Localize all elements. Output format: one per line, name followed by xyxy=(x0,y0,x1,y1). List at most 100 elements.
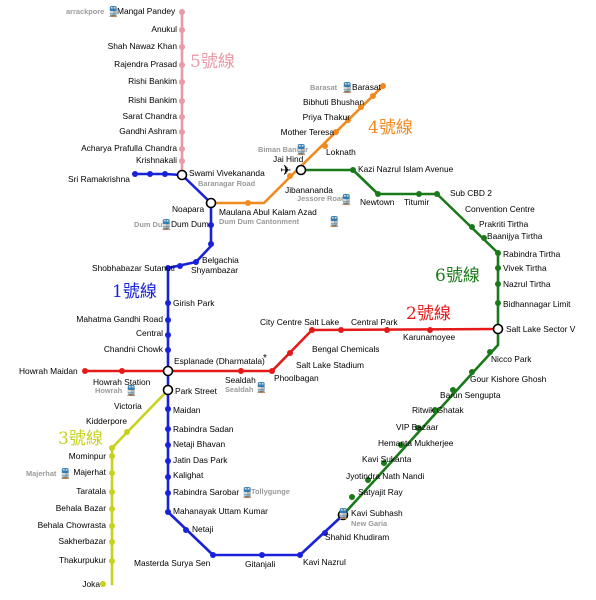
station-label[interactable]: Kavi Nazrul xyxy=(303,557,346,567)
station-dot[interactable] xyxy=(208,241,214,247)
station-label[interactable]: Kalighat xyxy=(173,470,204,480)
station-dot[interactable] xyxy=(165,490,171,496)
station-label[interactable]: VIP Bazaar xyxy=(396,422,438,432)
station-label[interactable]: Baanijya Tirtha xyxy=(487,231,543,241)
station-label[interactable]: Barun Sengupta xyxy=(440,390,501,400)
station-dot[interactable] xyxy=(384,327,390,333)
station-dot[interactable] xyxy=(416,191,422,197)
station-label[interactable]: Gour Kishore Ghosh xyxy=(470,374,547,384)
station-dot[interactable] xyxy=(165,317,171,323)
station-dot[interactable] xyxy=(179,98,185,104)
station-label[interactable]: Prakriti Tirtha xyxy=(479,219,529,229)
station-dot[interactable] xyxy=(309,327,315,333)
station-dot[interactable] xyxy=(179,146,185,152)
station-dot[interactable] xyxy=(179,129,185,135)
station-label[interactable]: Convention Centre xyxy=(465,204,535,214)
station-dot[interactable] xyxy=(380,83,386,89)
interchange-salt-lake-sector-v[interactable] xyxy=(492,323,504,335)
station-dot[interactable] xyxy=(162,171,168,177)
station-dot[interactable] xyxy=(132,171,138,177)
station-dot[interactable] xyxy=(495,300,501,306)
station-label[interactable]: Nicco Park xyxy=(491,354,532,364)
station-label[interactable]: Girish Park xyxy=(173,298,215,308)
station-label[interactable]: Salt Lake Stadium xyxy=(296,360,364,370)
station-dot[interactable] xyxy=(259,552,265,558)
station-label[interactable]: Gitanjali xyxy=(245,559,275,569)
station-label[interactable]: Kavi Subhash xyxy=(351,508,403,518)
station-dot[interactable] xyxy=(165,406,171,412)
station-label[interactable]: Mahanayak Uttam Kumar xyxy=(173,506,268,516)
station-label[interactable]: Shah Nawaz Khan xyxy=(108,41,178,51)
station-label[interactable]: Satyajit Ray xyxy=(358,487,403,497)
station-dot[interactable] xyxy=(109,453,115,459)
station-label[interactable]: Phoolbagan xyxy=(274,373,319,383)
station-label[interactable]: Taratala xyxy=(76,486,106,496)
station-label[interactable]: Sarat Chandra xyxy=(123,111,178,121)
station-dot[interactable] xyxy=(450,387,456,393)
station-label[interactable]: Netaji Bhavan xyxy=(173,439,225,449)
station-label[interactable]: Mahatma Gandhi Road xyxy=(76,314,163,324)
station-label[interactable]: Rabindra Tirtha xyxy=(503,249,561,259)
station-dot[interactable] xyxy=(179,62,185,68)
station-dot[interactable] xyxy=(109,470,115,476)
station-label[interactable]: Central Park xyxy=(351,317,398,327)
station-dot[interactable] xyxy=(245,200,251,206)
station-label[interactable]: Kazi Nazrul Islam Avenue xyxy=(358,164,454,174)
station-label[interactable]: Bibhuti Bhushan xyxy=(303,97,364,107)
station-dot[interactable] xyxy=(177,263,183,269)
station-label[interactable]: Jai Hind xyxy=(273,154,304,164)
station-label[interactable]: Joka xyxy=(82,579,100,589)
station-label[interactable]: Masterda Surya Sen xyxy=(134,558,211,568)
station-dot[interactable] xyxy=(333,129,339,135)
station-dot[interactable] xyxy=(179,9,185,15)
station-label[interactable]: Ritwik Ghatak xyxy=(412,405,464,415)
station-dot[interactable] xyxy=(165,458,171,464)
station-label[interactable]: City Centre Salt Lake xyxy=(260,317,339,327)
station-label[interactable]: Shobhabazar Sutanuti xyxy=(92,263,175,273)
station-dot[interactable] xyxy=(179,114,185,120)
station-dot[interactable] xyxy=(124,429,130,435)
station-dot[interactable] xyxy=(165,474,171,480)
station-dot[interactable] xyxy=(495,281,501,287)
station-dot[interactable] xyxy=(165,332,171,338)
station-label[interactable]: Behala Bazar xyxy=(56,503,106,513)
station-label[interactable]: Maidan xyxy=(173,405,201,415)
station-label[interactable]: Rajendra Prasad xyxy=(114,59,177,69)
station-label[interactable]: Esplanade (Dharmatala) xyxy=(174,356,265,366)
station-dot[interactable] xyxy=(349,494,355,500)
station-label[interactable]: Vivek Tirtha xyxy=(503,263,547,273)
station-dot[interactable] xyxy=(287,350,293,356)
station-dot[interactable] xyxy=(193,259,199,265)
station-label[interactable]: Anukul xyxy=(151,24,177,34)
station-dot[interactable] xyxy=(322,530,328,536)
station-dot[interactable] xyxy=(487,349,493,355)
station-dot[interactable] xyxy=(100,581,106,587)
station-dot[interactable] xyxy=(375,191,381,197)
station-label[interactable]: Behala Chowrasta xyxy=(38,520,107,530)
station-label[interactable]: Barasat xyxy=(352,82,382,92)
station-dot[interactable] xyxy=(350,167,356,173)
station-label[interactable]: Rishi Bankim xyxy=(128,95,177,105)
station-label[interactable]: Shahid Khudiram xyxy=(325,532,389,542)
station-dot[interactable] xyxy=(165,300,171,306)
station-dot[interactable] xyxy=(287,173,293,179)
station-dot[interactable] xyxy=(109,445,115,451)
station-label[interactable]: Karunamoyee xyxy=(403,332,455,342)
station-label[interactable]: Bidhannagar Limit xyxy=(503,299,571,309)
station-label[interactable]: Howrah Maidan xyxy=(19,366,78,376)
station-label[interactable]: Loknath xyxy=(326,147,356,157)
station-label[interactable]: Kidderpore xyxy=(86,416,127,426)
station-dot[interactable] xyxy=(109,506,115,512)
station-dot[interactable] xyxy=(165,347,171,353)
station-label[interactable]: Jatin Das Park xyxy=(173,455,228,465)
station-label[interactable]: Sealdah xyxy=(225,375,256,385)
station-label[interactable]: Sakherbazar xyxy=(59,536,107,546)
station-label[interactable]: Park Street xyxy=(175,386,218,396)
station-dot[interactable] xyxy=(432,407,438,413)
station-dot[interactable] xyxy=(119,368,125,374)
station-label[interactable]: Dum Dum xyxy=(171,219,209,229)
station-label[interactable]: Victoria xyxy=(114,401,142,411)
station-label[interactable]: Priya Thakur xyxy=(303,112,351,122)
station-dot[interactable] xyxy=(179,79,185,85)
station-dot[interactable] xyxy=(469,369,475,375)
